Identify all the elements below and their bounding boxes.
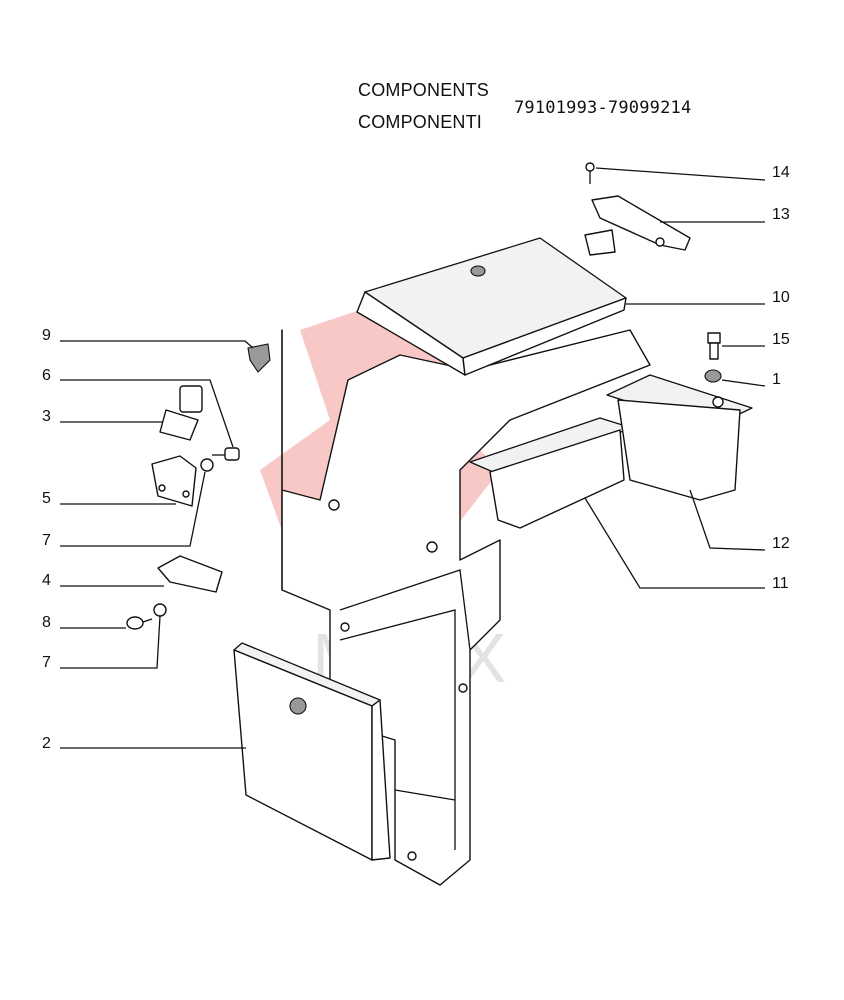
bolt-part-15 bbox=[707, 332, 721, 360]
callout-12: 12 bbox=[772, 535, 790, 552]
catch-part-4 bbox=[157, 555, 223, 593]
hinge-part-13 bbox=[584, 195, 691, 256]
door-part-2 bbox=[233, 642, 391, 861]
callout-4: 4 bbox=[42, 572, 51, 589]
leader-lines bbox=[60, 167, 766, 749]
callout-13: 13 bbox=[772, 206, 790, 223]
callout-7-lower: 7 bbox=[42, 654, 51, 671]
title-italian: COMPONENTI bbox=[358, 112, 483, 132]
callout-3: 3 bbox=[42, 408, 51, 425]
callout-7-upper: 7 bbox=[42, 532, 51, 549]
washer-part-7-upper bbox=[200, 458, 214, 472]
callout-5: 5 bbox=[42, 490, 51, 507]
callout-9: 9 bbox=[42, 327, 51, 344]
bracket-part-5 bbox=[151, 455, 197, 507]
washer-part-7-lower bbox=[153, 603, 167, 617]
title-english: COMPONENTS bbox=[358, 80, 490, 100]
screw-part-6 bbox=[212, 447, 240, 461]
part-number-range: 79101993-79099214 bbox=[514, 98, 692, 118]
callout-10: 10 bbox=[772, 289, 790, 306]
screw-part-14 bbox=[585, 162, 595, 184]
lid-part-10 bbox=[356, 237, 627, 376]
screw-part-8 bbox=[126, 616, 153, 630]
callout-8: 8 bbox=[42, 614, 51, 631]
callout-2: 2 bbox=[42, 735, 51, 752]
clip-part-9 bbox=[247, 343, 271, 373]
callout-11: 11 bbox=[772, 575, 789, 592]
box-part-12 bbox=[606, 374, 753, 501]
callout-15: 15 bbox=[772, 331, 790, 348]
nut-part-1 bbox=[704, 369, 722, 383]
callout-14: 14 bbox=[772, 164, 790, 181]
callout-1: 1 bbox=[772, 371, 781, 388]
callout-6: 6 bbox=[42, 367, 51, 384]
lock-part-3 bbox=[159, 385, 203, 441]
